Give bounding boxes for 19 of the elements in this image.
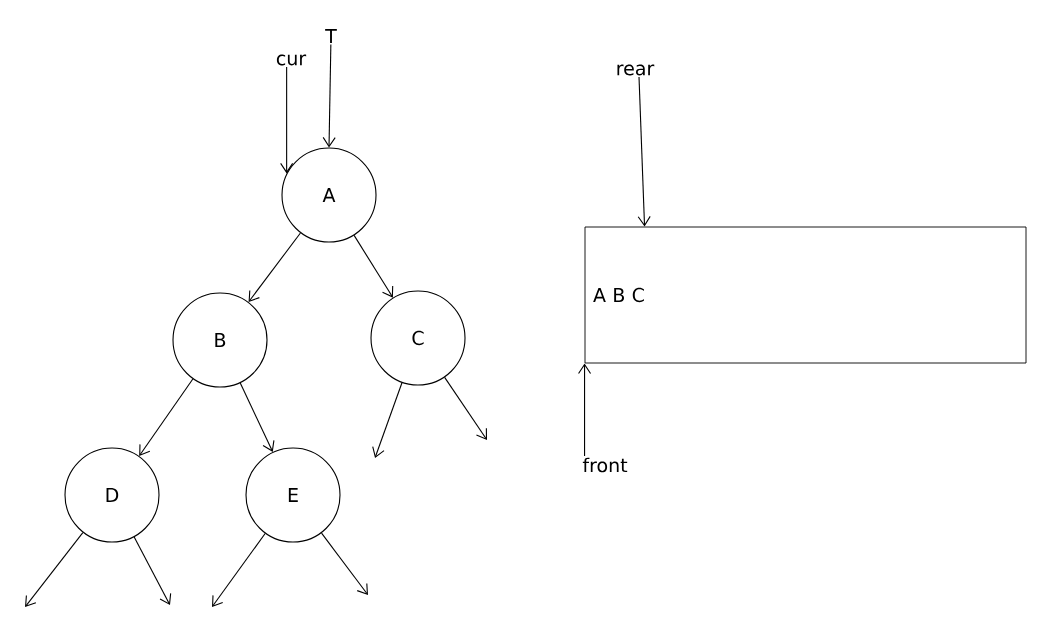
arrow bbox=[444, 376, 487, 440]
pointer-label: T bbox=[325, 29, 337, 43]
pointer-label: rear bbox=[617, 64, 655, 76]
arrow bbox=[637, 76, 651, 227]
arrow bbox=[353, 234, 394, 298]
arrow bbox=[139, 378, 194, 456]
arrow bbox=[239, 382, 275, 452]
arrow bbox=[212, 533, 266, 607]
arrow bbox=[248, 232, 301, 302]
arrow bbox=[322, 43, 336, 148]
arrow bbox=[321, 532, 368, 595]
queue-box: A B C bbox=[584, 226, 1027, 364]
arrow bbox=[280, 66, 294, 174]
arrow bbox=[372, 382, 403, 458]
pointer-label: cur bbox=[276, 54, 307, 66]
arrow bbox=[25, 532, 84, 607]
arrow bbox=[133, 536, 172, 605]
arrow bbox=[578, 363, 592, 457]
pointer-label: front bbox=[582, 457, 628, 473]
